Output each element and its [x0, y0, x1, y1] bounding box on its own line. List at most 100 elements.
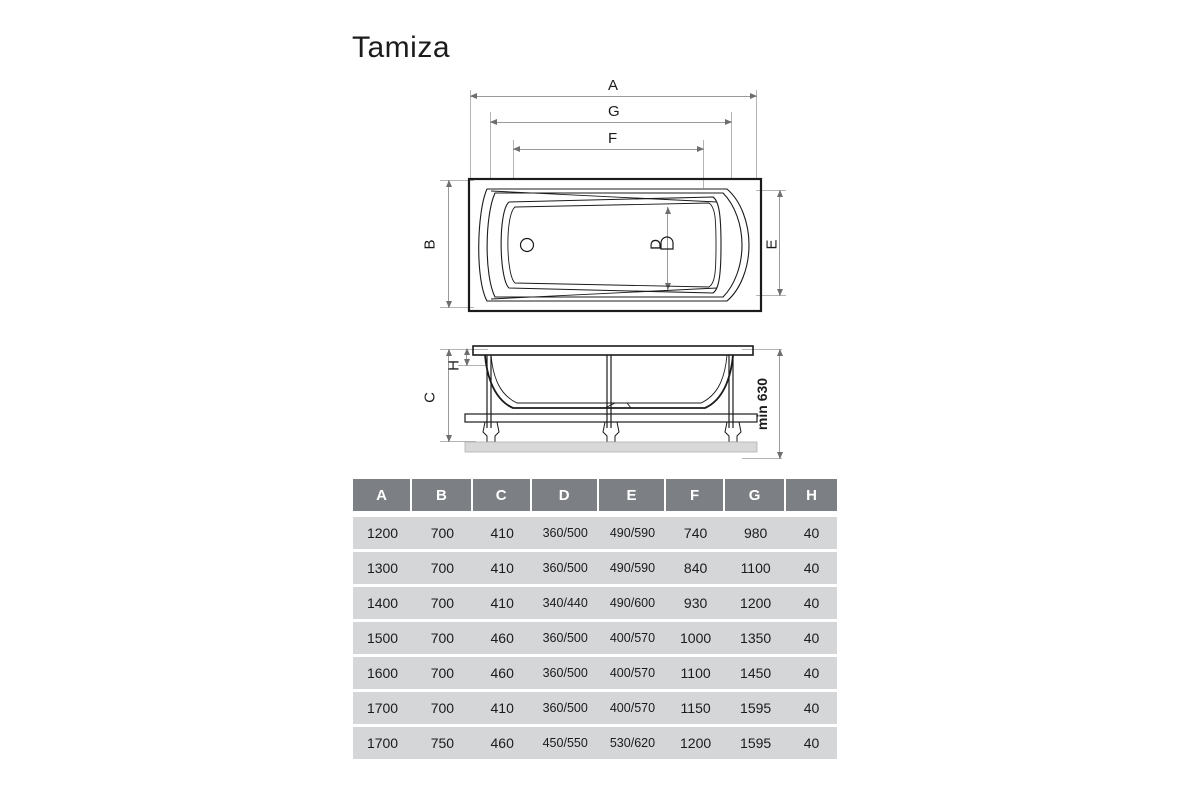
- cell-c: 410: [472, 692, 532, 727]
- dim-min-arrow-top: [777, 349, 783, 356]
- cell-f: 1150: [666, 692, 726, 727]
- cell-d: 360/500: [531, 622, 599, 657]
- cell-g: 1450: [725, 657, 787, 692]
- cell-c: 410: [472, 511, 532, 552]
- cell-d: 340/440: [531, 587, 599, 622]
- cell-h: 40: [786, 657, 837, 692]
- table-row: 1200 700 410 360/500 490/590 740 980 40: [353, 511, 837, 552]
- dim-a-ext-left: [470, 90, 471, 180]
- dim-f-arrow-right: [697, 146, 704, 152]
- cell-b: 700: [412, 622, 473, 657]
- cell-g: 1200: [725, 587, 787, 622]
- table-header-row: A B C D E F G H: [353, 479, 837, 511]
- dim-e-arrow-bottom: [777, 289, 783, 296]
- cell-h: 40: [786, 692, 837, 727]
- dim-c-ext-bottom: [440, 441, 476, 442]
- dim-e-ext-bottom: [756, 295, 786, 296]
- dim-g-ext-left: [490, 112, 491, 180]
- table-row: 1300 700 410 360/500 490/590 840 1100 40: [353, 552, 837, 587]
- dim-f-ext-left: [513, 140, 514, 180]
- dim-min-arrow-bottom: [777, 452, 783, 459]
- cell-f: 740: [666, 511, 726, 552]
- dim-e-line: [779, 190, 780, 296]
- cell-h: 40: [786, 727, 837, 759]
- cell-d: 360/500: [531, 657, 599, 692]
- dim-f-label: F: [608, 130, 618, 147]
- page-title: Tamiza: [352, 31, 451, 64]
- dimensions-table: A B C D E F G H 1200 700 410 360/500 490…: [353, 479, 837, 759]
- cell-e: 400/570: [598, 657, 667, 692]
- cell-h: 40: [786, 587, 837, 622]
- cell-e: 530/620: [598, 727, 667, 759]
- dim-b-ext-bottom: [440, 307, 474, 308]
- dim-min-ext-bottom: [742, 458, 782, 459]
- cell-d: 360/500: [531, 692, 599, 727]
- table-row: 1600 700 460 360/500 400/570 1100 1450 4…: [353, 657, 837, 692]
- dim-a-ext-right: [756, 90, 757, 180]
- cell-d: 450/550: [531, 727, 599, 759]
- cell-g: 1595: [725, 692, 787, 727]
- cell-c: 460: [472, 622, 532, 657]
- dim-b-ext-top: [440, 180, 474, 181]
- dim-e-ext-top: [756, 190, 786, 191]
- table-row: 1500 700 460 360/500 400/570 1000 1350 4…: [353, 622, 837, 657]
- cell-g: 1100: [725, 552, 787, 587]
- cell-f: 930: [666, 587, 726, 622]
- cell-b: 700: [412, 587, 473, 622]
- dim-min-line: [779, 349, 780, 459]
- table-header-f: F: [666, 479, 726, 511]
- cell-c: 460: [472, 727, 532, 759]
- dim-min-ext-top: [742, 349, 782, 350]
- cell-a: 1500: [353, 622, 413, 657]
- cell-f: 1200: [666, 727, 726, 759]
- table-header-h: H: [786, 479, 837, 511]
- cell-e: 400/570: [598, 692, 667, 727]
- cell-a: 1400: [353, 587, 413, 622]
- table-header-c: C: [472, 479, 532, 511]
- cell-g: 980: [725, 511, 787, 552]
- dim-b-arrow-top: [446, 180, 452, 187]
- dim-c-line: [448, 349, 449, 442]
- dim-g-line: [490, 122, 732, 123]
- cell-a: 1300: [353, 552, 413, 587]
- cell-g: 1595: [725, 727, 787, 759]
- cell-e: 490/590: [598, 511, 667, 552]
- cell-e: 490/600: [598, 587, 667, 622]
- cell-d: 360/500: [531, 511, 599, 552]
- cell-a: 1200: [353, 511, 413, 552]
- table-row: 1700 700 410 360/500 400/570 1150 1595 4…: [353, 692, 837, 727]
- dim-h-arrow-bottom: [464, 359, 470, 366]
- cell-a: 1700: [353, 692, 413, 727]
- cell-d: 360/500: [531, 552, 599, 587]
- cell-e: 400/570: [598, 622, 667, 657]
- dim-c-arrow-bottom: [446, 435, 452, 442]
- table-header-d: D: [531, 479, 599, 511]
- cell-b: 700: [412, 657, 473, 692]
- dim-c-label: C: [421, 392, 439, 403]
- dim-h-ext-bottom: [458, 365, 488, 366]
- dim-f-ext-right: [703, 140, 704, 188]
- dim-g-ext-right: [731, 112, 732, 180]
- cell-f: 840: [666, 552, 726, 587]
- dim-a-line: [470, 96, 757, 97]
- dim-c-arrow-top: [446, 349, 452, 356]
- cell-c: 410: [472, 552, 532, 587]
- dim-f-line: [513, 149, 704, 150]
- dim-b-line: [448, 180, 449, 308]
- cell-e: 490/590: [598, 552, 667, 587]
- dim-e-label: E: [763, 239, 781, 250]
- cell-c: 460: [472, 657, 532, 692]
- bath-side-view: [455, 342, 765, 467]
- cell-b: 700: [412, 692, 473, 727]
- cell-b: 700: [412, 511, 473, 552]
- bath-top-view: [465, 175, 765, 315]
- dim-g-label: G: [608, 103, 620, 120]
- table-row: 1400 700 410 340/440 490/600 930 1200 40: [353, 587, 837, 622]
- table-header-a: A: [353, 479, 413, 511]
- table-row: 1700 750 460 450/550 530/620 1200 1595 4…: [353, 727, 837, 759]
- dim-h-arrow-top: [464, 348, 470, 355]
- dim-f-arrow-left: [513, 146, 520, 152]
- cell-a: 1600: [353, 657, 413, 692]
- dim-a-arrow-right: [750, 93, 757, 99]
- cell-a: 1700: [353, 727, 413, 759]
